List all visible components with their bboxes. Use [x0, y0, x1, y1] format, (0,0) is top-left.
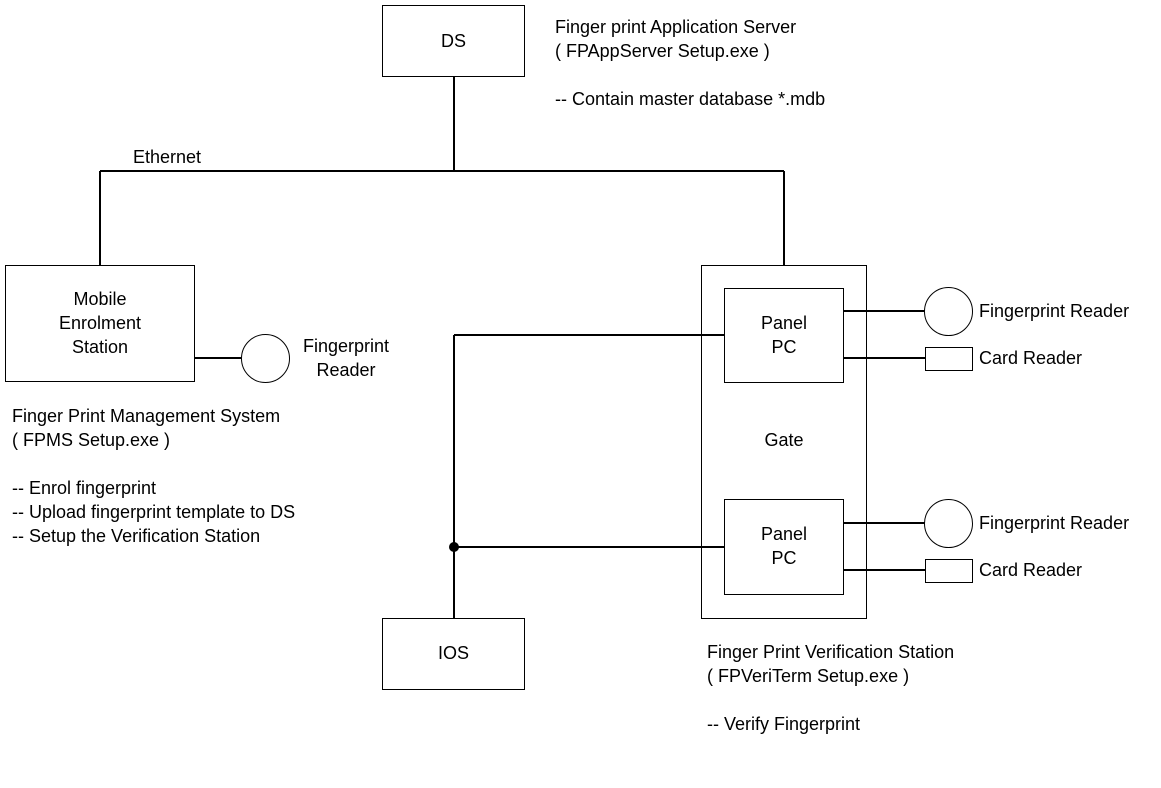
ios-label: IOS	[437, 643, 469, 663]
app-server-item: -- Contain master database *.mdb	[555, 89, 826, 109]
card-reader-top-label: Card Reader	[979, 348, 1083, 368]
fingerprint-reader-left-line2: Reader	[316, 360, 376, 380]
junction-dot	[449, 542, 459, 552]
verification-item: -- Verify Fingerprint	[707, 714, 861, 734]
card-reader-bottom-label: Card Reader	[979, 560, 1083, 580]
mobile-station-label-line3: Station	[71, 337, 129, 357]
panel-pc-bottom-box: Panel PC	[724, 499, 844, 595]
card-reader-bottom-box	[925, 559, 973, 583]
fingerprint-reader-left-line1: Fingerprint	[302, 336, 390, 356]
ethernet-label: Ethernet	[133, 147, 202, 167]
fingerprint-reader-top-label: Fingerprint Reader	[979, 301, 1130, 321]
management-item-3: -- Setup the Verification Station	[12, 526, 261, 546]
gate-box	[701, 265, 867, 619]
panel-pc-top-line2: PC	[771, 337, 797, 357]
fingerprint-reader-bottom-circle	[924, 499, 973, 548]
fingerprint-reader-bottom-label: Fingerprint Reader	[979, 513, 1130, 533]
app-server-setup: ( FPAppServer Setup.exe )	[555, 41, 770, 61]
fingerprint-reader-left-circle	[241, 334, 290, 383]
panel-pc-bottom-line1: Panel	[760, 524, 808, 544]
panel-pc-top-line1: Panel	[760, 313, 808, 333]
management-title: Finger Print Management System	[12, 406, 281, 426]
panel-pc-bottom-line2: PC	[771, 548, 797, 568]
ds-server-box: DS	[382, 5, 525, 77]
verification-setup: ( FPVeriTerm Setup.exe )	[707, 666, 910, 686]
mobile-enrolment-station-box: Mobile Enrolment Station	[5, 265, 195, 382]
mobile-station-label-line1: Mobile	[73, 289, 127, 309]
management-item-2: -- Upload fingerprint template to DS	[12, 502, 296, 522]
panel-pc-top-box: Panel PC	[724, 288, 844, 383]
ds-label: DS	[440, 31, 466, 51]
fingerprint-reader-top-circle	[924, 287, 973, 336]
ios-box: IOS	[382, 618, 525, 690]
gate-label: Gate	[764, 430, 804, 450]
management-item-1: -- Enrol fingerprint	[12, 478, 157, 498]
app-server-title: Finger print Application Server	[555, 17, 797, 37]
card-reader-top-box	[925, 347, 973, 371]
mobile-station-label-line2: Enrolment	[58, 313, 142, 333]
management-setup: ( FPMS Setup.exe )	[12, 430, 171, 450]
verification-title: Finger Print Verification Station	[707, 642, 955, 662]
